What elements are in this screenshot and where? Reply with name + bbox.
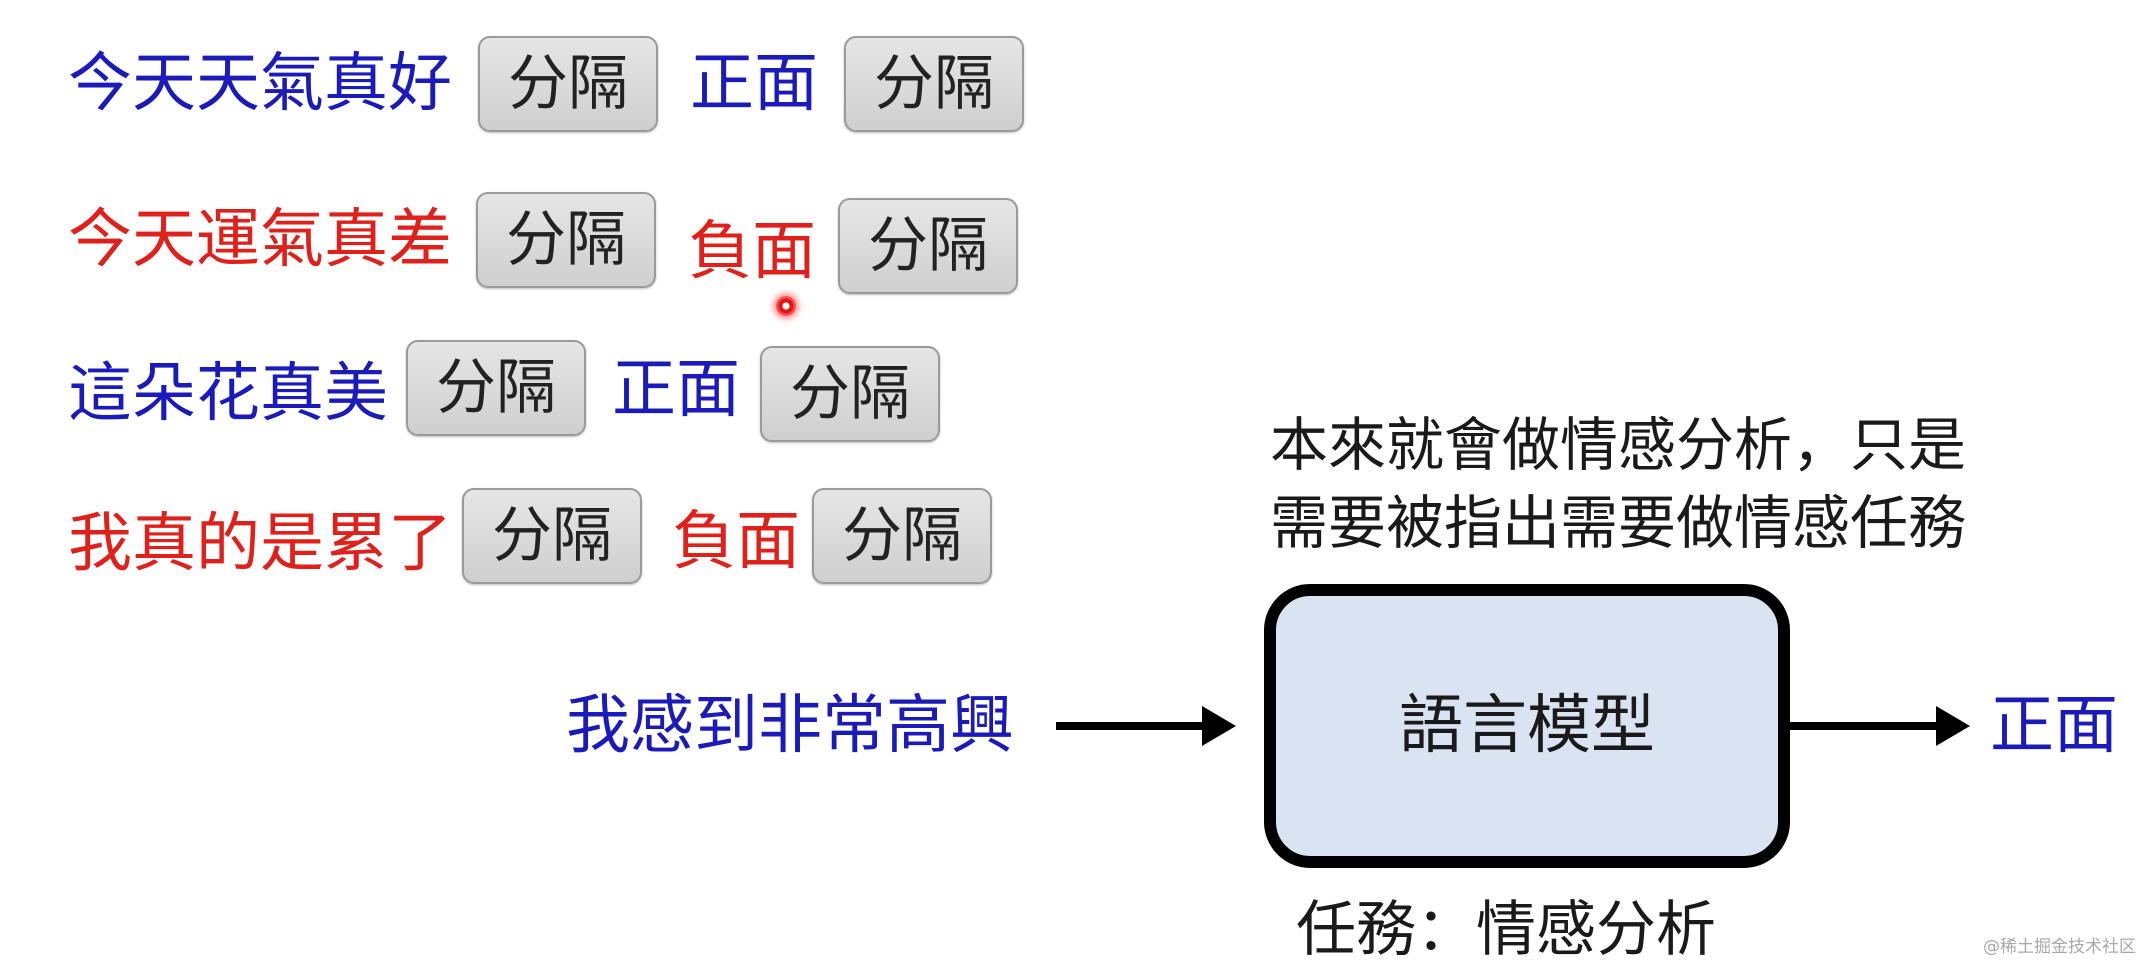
separator-token: 分隔 <box>462 488 642 584</box>
example-3-sentence: 這朵花真美 <box>68 357 388 431</box>
note-line-2: 需要被指出需要做情感任務 <box>1270 489 1967 557</box>
separator-token: 分隔 <box>476 192 656 288</box>
note-line-1: 本來就會做情感分析，只是 <box>1270 411 1967 479</box>
separator-token: 分隔 <box>478 36 658 132</box>
separator-token: 分隔 <box>406 340 586 436</box>
task-caption: 任務：情感分析 <box>1296 895 1716 965</box>
example-2-label: 負面 <box>688 215 816 289</box>
separator-token: 分隔 <box>838 198 1018 294</box>
watermark: @稀土掘金技术社区 <box>1983 937 2136 957</box>
laser-pointer-dot <box>776 296 796 316</box>
example-1-label: 正面 <box>690 47 818 121</box>
example-3-label: 正面 <box>612 353 740 427</box>
input-arrow <box>1056 706 1236 746</box>
example-1-sentence: 今天天氣真好 <box>68 47 452 121</box>
example-4-label: 負面 <box>672 505 800 579</box>
separator-token: 分隔 <box>760 346 940 442</box>
separator-token: 分隔 <box>844 36 1024 132</box>
language-model-label: 語言模型 <box>1399 689 1655 763</box>
output-label: 正面 <box>1990 689 2118 763</box>
language-model-box: 語言模型 <box>1264 584 1790 868</box>
output-arrow <box>1790 706 1970 746</box>
input-sentence: 我感到非常高興 <box>566 689 1014 763</box>
separator-token: 分隔 <box>812 488 992 584</box>
example-2-sentence: 今天運氣真差 <box>68 203 452 277</box>
example-4-sentence: 我真的是累了 <box>68 507 452 581</box>
